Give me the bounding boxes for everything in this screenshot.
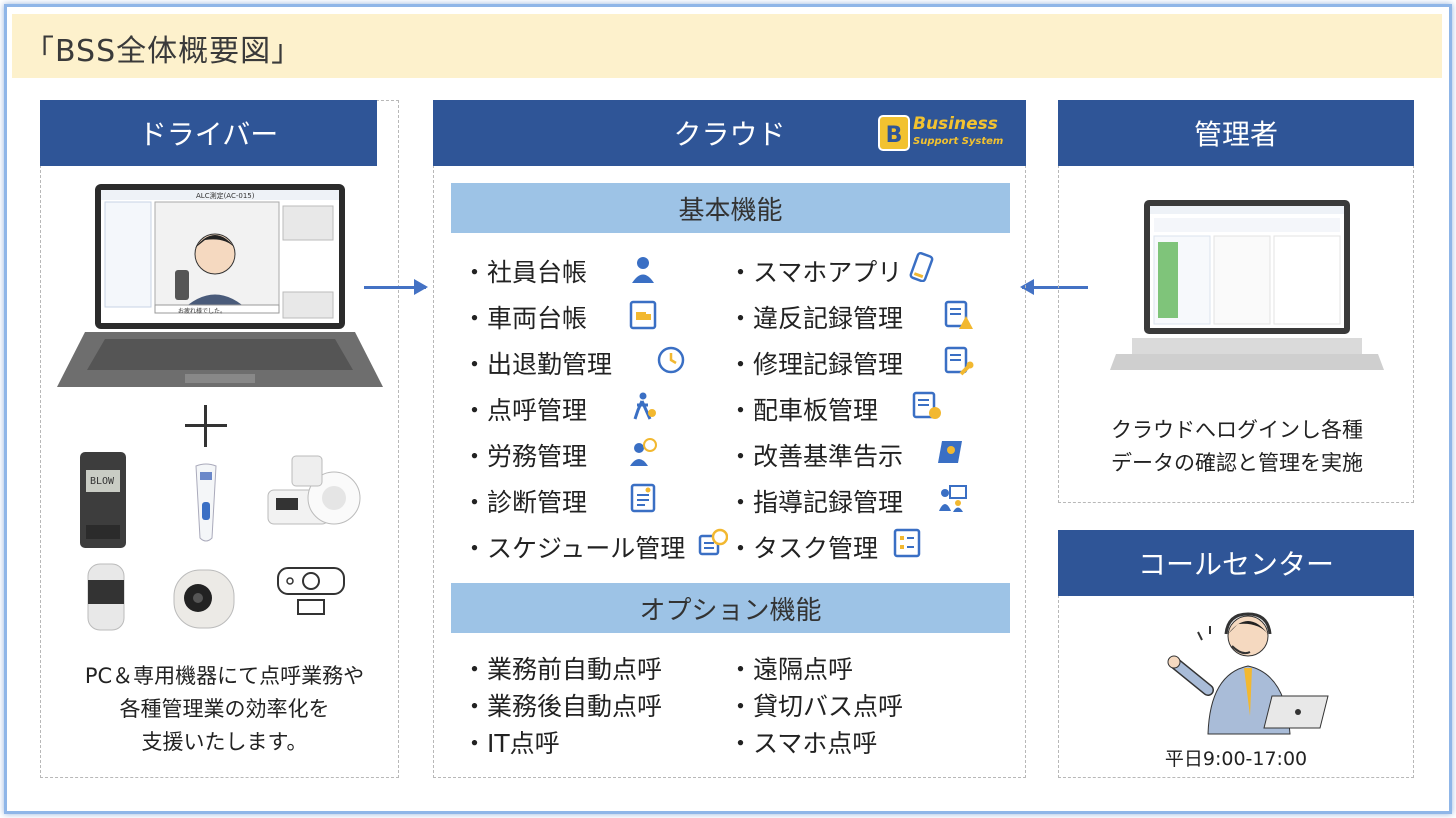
bss-logo: B Business Support System <box>877 112 1009 154</box>
bss-logo-word: Business <box>913 114 998 134</box>
callcenter-hours: 平日9:00-17:00 <box>1058 744 1414 771</box>
manager-description: クラウドへログインし各種 データの確認と管理を実施 <box>1062 414 1412 480</box>
feature-roll-call: ・点呼管理 <box>462 391 587 427</box>
option-it-rollcall: ・IT点呼 <box>462 724 560 760</box>
person-clock-icon <box>628 437 658 467</box>
bss-logo-subword: Support System <box>913 136 1003 147</box>
bss-logo-icon: B <box>877 114 911 152</box>
feature-schedule: ・スケジュール管理 <box>462 529 685 565</box>
feature-diagnosis: ・診断管理 <box>462 483 587 519</box>
breathalyzer-label: BLOW <box>90 476 114 487</box>
camera-device-1 <box>84 562 128 632</box>
truck-doc-icon <box>628 300 658 330</box>
option-pre-work-auto-rollcall: ・業務前自動点呼 <box>462 650 662 686</box>
title-bar: 「BSS全体概要図」 <box>12 14 1442 78</box>
manager-laptop <box>1108 198 1386 374</box>
webcam-device <box>276 566 346 618</box>
screen-title: ALC測定(AC-015) <box>196 191 254 201</box>
teacher-icon <box>938 483 968 513</box>
book-icon <box>936 437 966 467</box>
thermometer-device <box>190 462 222 544</box>
cloud-header-label: クラウド <box>673 113 785 153</box>
callcenter-header: コールセンター <box>1058 530 1414 596</box>
driver-to-cloud-arrow <box>364 286 426 289</box>
blood-pressure-device <box>262 450 362 542</box>
feature-repair-records: ・修理記録管理 <box>728 345 903 381</box>
svg-text:B: B <box>886 123 903 148</box>
feature-guidance-records: ・指導記録管理 <box>728 483 903 519</box>
driver-laptop <box>55 182 385 394</box>
wrench-doc-icon <box>944 346 974 376</box>
edit-doc-icon <box>912 391 942 421</box>
feature-smartphone-app: ・スマホアプリ <box>728 253 902 289</box>
feature-improvement-standards: ・改善基準告示 <box>728 437 903 473</box>
calendar-clock-icon <box>698 527 728 557</box>
option-functions-header: オプション機能 <box>451 583 1010 633</box>
operator-illustration <box>1158 604 1336 736</box>
report-icon <box>628 483 658 513</box>
driver-header: ドライバー <box>40 100 377 166</box>
feature-vehicle-ledger: ・車両台帳 <box>462 299 587 335</box>
clock-icon <box>656 345 686 375</box>
breathalyzer-device <box>78 450 128 550</box>
camera-device-2 <box>168 568 240 630</box>
option-smartphone-rollcall: ・スマホ点呼 <box>728 724 877 760</box>
feature-violation-records: ・違反記録管理 <box>728 299 903 335</box>
smartphone-icon <box>906 252 936 282</box>
option-remote-rollcall: ・遠隔点呼 <box>728 650 853 686</box>
feature-dispatch-board: ・配車板管理 <box>728 391 878 427</box>
warning-doc-icon <box>944 300 974 330</box>
option-post-work-auto-rollcall: ・業務後自動点呼 <box>462 687 662 723</box>
person-icon <box>628 254 658 284</box>
plus-icon <box>183 403 229 449</box>
feature-task: ・タスク管理 <box>728 529 878 565</box>
manager-header: 管理者 <box>1058 100 1414 166</box>
feature-employee-ledger: ・社員台帳 <box>462 253 587 289</box>
walking-icon <box>628 391 658 421</box>
basic-functions-header: 基本機能 <box>451 183 1010 233</box>
option-charter-bus-rollcall: ・貸切バス点呼 <box>728 687 903 723</box>
driver-description: PC＆専用機器にて点呼業務や 各種管理業の効率化を 支援いたします。 <box>52 660 397 759</box>
page-title: 「BSS全体概要図」 <box>24 26 302 70</box>
checklist-icon <box>892 528 922 558</box>
feature-attendance: ・出退勤管理 <box>462 345 612 381</box>
feature-labor: ・労務管理 <box>462 437 587 473</box>
screen-message: お疲れ様でした。 <box>178 306 226 315</box>
